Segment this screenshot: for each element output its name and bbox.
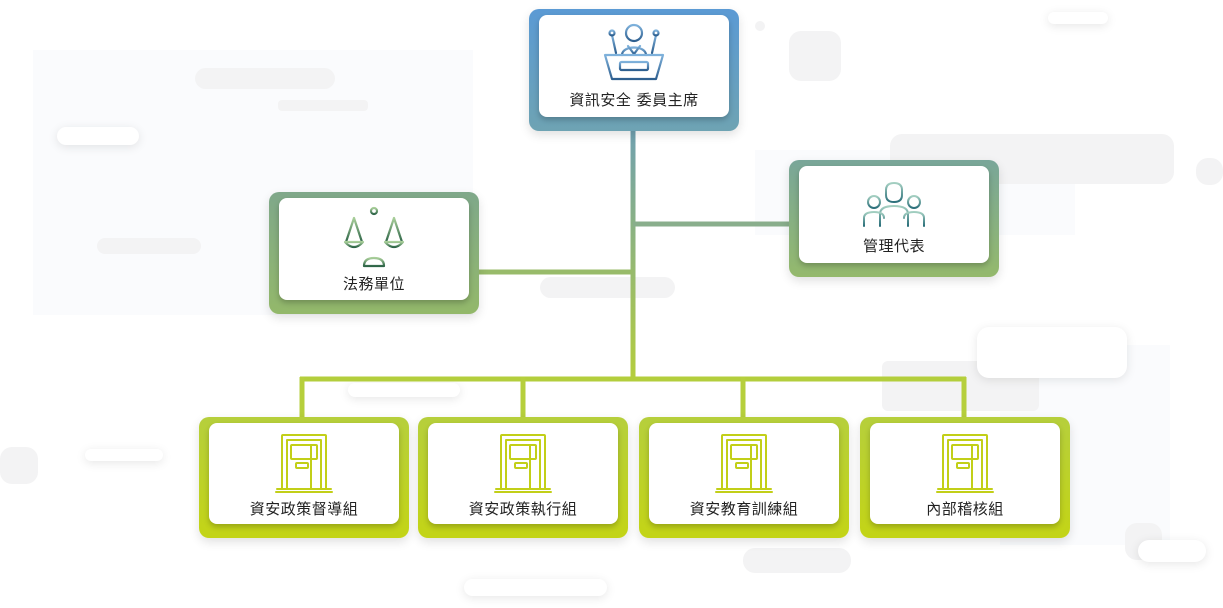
background-pill <box>977 327 1127 378</box>
background-pill <box>540 277 675 298</box>
node-label: 資安政策執行組 <box>468 500 578 518</box>
background-pill <box>464 579 607 596</box>
node-label: 管理代表 <box>862 237 925 255</box>
node-card: 法務單位 <box>279 198 469 300</box>
node-label: 資安政策督導組 <box>249 500 359 518</box>
door-icon <box>275 434 333 493</box>
background-pill <box>97 238 201 254</box>
node-card: 資安教育訓練組 <box>649 423 839 524</box>
background-pill <box>57 127 139 145</box>
node-card: 資安政策執行組 <box>428 423 618 524</box>
background-pill <box>0 447 38 484</box>
node-label: 內部稽核組 <box>926 500 1004 518</box>
door-icon <box>494 434 552 493</box>
node-team-4[interactable]: 內部稽核組 <box>860 417 1070 538</box>
background-pill <box>195 68 335 89</box>
background-pill <box>1196 158 1223 185</box>
node-label: 法務單位 <box>342 275 405 293</box>
background-dot <box>755 21 765 31</box>
node-card: 資訊安全 委員主席 <box>539 15 729 117</box>
node-card: 管理代表 <box>799 166 989 263</box>
node-card: 內部稽核組 <box>870 423 1060 524</box>
node-label: 資安教育訓練組 <box>689 500 799 518</box>
door-icon <box>936 434 994 493</box>
door-icon <box>715 434 773 493</box>
node-legal[interactable]: 法務單位 <box>269 192 479 314</box>
node-management[interactable]: 管理代表 <box>789 160 999 277</box>
speaker-at-podium-icon <box>603 23 665 81</box>
node-team-1[interactable]: 資安政策督導組 <box>199 417 409 538</box>
background-pill <box>789 31 841 81</box>
background-pill <box>1048 12 1108 24</box>
background-pill <box>1138 540 1206 562</box>
node-team-2[interactable]: 資安政策執行組 <box>418 417 628 538</box>
node-card: 資安政策督導組 <box>209 423 399 524</box>
group-of-people-icon <box>863 182 925 227</box>
node-label: 資訊安全 委員主席 <box>569 91 699 109</box>
background-pill <box>348 383 460 397</box>
background-pill <box>85 449 163 461</box>
background-pill <box>278 100 368 111</box>
background-pill <box>743 548 851 573</box>
node-chairman[interactable]: 資訊安全 委員主席 <box>529 9 739 131</box>
node-team-3[interactable]: 資安教育訓練組 <box>639 417 849 538</box>
balance-scale-icon <box>343 206 405 268</box>
